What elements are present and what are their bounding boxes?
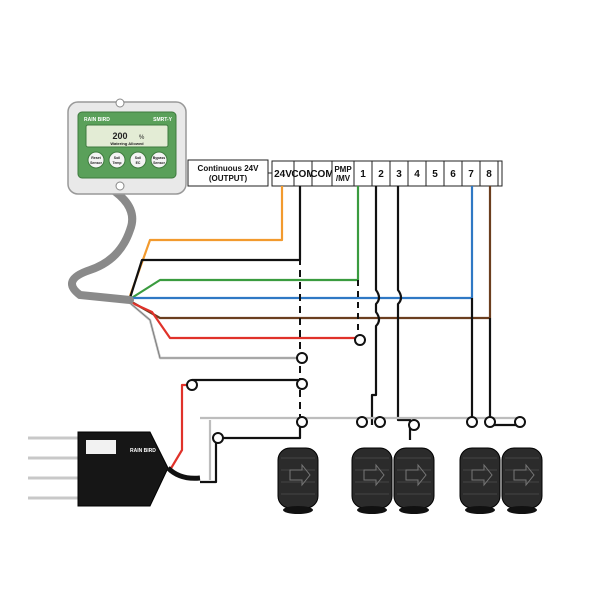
wire-black-probe (200, 438, 218, 484)
sensor-button[interactable] (150, 151, 168, 169)
connector-white (296, 352, 308, 364)
soil-probe: RAIN BIRD (28, 431, 201, 507)
terminal-label: 8 (486, 169, 492, 180)
valve-solenoid (501, 447, 543, 514)
connector-valve-4b (484, 416, 496, 428)
terminal-label: 6 (450, 169, 456, 180)
probe-tines (28, 436, 78, 500)
terminal-label: /MV (336, 174, 351, 183)
sensor-button-label: Bypass (153, 156, 166, 160)
sensor-button[interactable] (129, 151, 147, 169)
valve-arrow-icon (513, 463, 535, 487)
sensor-button-label: Sensor (90, 161, 103, 165)
sensor-model: SMRT-Y (153, 117, 173, 123)
wire-red-probe (169, 383, 192, 471)
output-box-line2: (OUTPUT) (209, 174, 248, 183)
sensor-cable (68, 181, 137, 304)
probe-brand: RAIN BIRD (130, 448, 156, 454)
valve-body (393, 447, 435, 509)
valve-body (501, 447, 543, 509)
valve-solenoid (459, 447, 501, 514)
mount-hole-top (115, 98, 125, 108)
wire-red (129, 300, 360, 340)
connector-valve-3 (408, 419, 420, 431)
wire-black-com (128, 186, 302, 299)
sensor-display-unit: % (139, 135, 145, 141)
valve-solenoid (351, 447, 393, 514)
valve-arrow-icon (471, 463, 493, 487)
sensor-button-label: Soil (114, 156, 120, 160)
sensor-display (85, 124, 169, 148)
connector-sensor-left (186, 379, 198, 391)
terminal-label: 1 (360, 169, 366, 180)
sensor-button[interactable] (87, 151, 105, 169)
terminal-label: PMP (334, 165, 352, 174)
output-box: Continuous 24V (OUTPUT) (187, 159, 279, 187)
valve-solenoid (393, 447, 435, 514)
wire-green-pmp (129, 186, 360, 300)
wire-zone-1 (370, 186, 381, 425)
valve-body (277, 447, 319, 509)
probe-cable (166, 466, 201, 481)
wire-connectors (186, 334, 526, 444)
valve-base (283, 506, 313, 514)
terminal-label: 4 (414, 169, 420, 180)
connector-valve-2a (356, 416, 368, 428)
controller-wires (128, 186, 520, 484)
terminal-label: 7 (468, 169, 474, 180)
valve-arrow-icon (289, 463, 311, 487)
sensor-button-label: Reset (91, 156, 101, 160)
sensor-button-label: EC (136, 161, 141, 165)
wire-zone-2 (396, 186, 412, 440)
sensor-button[interactable] (108, 151, 126, 169)
valve-base (357, 506, 387, 514)
wire-white-outline (129, 302, 300, 359)
valve-base (465, 506, 495, 514)
valve-arrow-icon (405, 463, 427, 487)
wire-common-sensor (190, 378, 300, 385)
sensor-button-label: Sensor (153, 161, 166, 165)
valve-solenoid (277, 447, 319, 514)
valve-group (277, 447, 543, 514)
wire-zone-8-down (488, 318, 516, 427)
terminal-label: 2 (378, 169, 384, 180)
connector-probe (212, 432, 224, 444)
terminal-label: 24V (274, 169, 292, 180)
mount-hole-bottom (115, 181, 125, 191)
connector-valve-1 (296, 416, 308, 428)
valve-arrow-icon (363, 463, 385, 487)
valve-body (459, 447, 501, 509)
connector-valve-4a (466, 416, 478, 428)
terminal-label: 5 (432, 169, 438, 180)
connector-valve-5 (514, 416, 526, 428)
terminal-label: 3 (396, 169, 402, 180)
output-box-frame (187, 159, 269, 187)
probe-label (86, 440, 116, 454)
connector-com (296, 378, 308, 390)
sensor-button-label: Soil (135, 156, 141, 160)
output-box-line1: Continuous 24V (198, 164, 260, 173)
valve-base (399, 506, 429, 514)
terminal-label: COM (291, 169, 314, 180)
valve-base (507, 506, 537, 514)
sensor-button-label: Temp (112, 161, 121, 165)
sensor-display-value: 200 (112, 131, 127, 141)
connector-red (354, 334, 366, 346)
sensor-device: RAIN BIRD SMRT-Y 200 % Watering Allowed … (67, 98, 187, 195)
terminal-label: COM (310, 169, 333, 180)
connector-valve-2b (374, 416, 386, 428)
sensor-display-status: Watering Allowed (110, 141, 144, 146)
wire-black-link (216, 420, 302, 440)
sensor-brand: RAIN BIRD (84, 117, 110, 123)
wire-white (129, 302, 300, 360)
valve-body (351, 447, 393, 509)
